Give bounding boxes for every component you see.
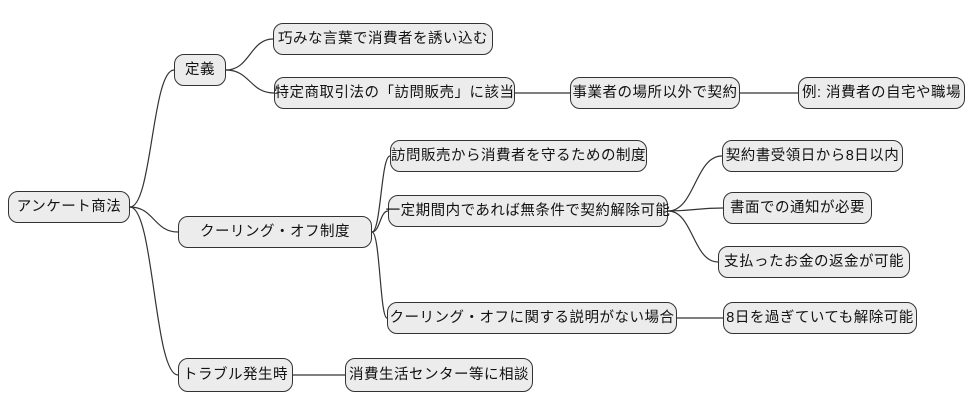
node-contract-outside-business-place: 事業者の場所以外で契約 [570,77,740,109]
edge-root-trouble [129,206,179,376]
edge-root-cooling-off [129,206,179,233]
node-consult-consumer-center: 消費生活センター等に相談 [345,358,533,392]
edge-cooling-off-protect-system [371,155,391,233]
node-unconditional-cancellation: 一定期間内であれば無条件で契約解除可能 [386,195,670,227]
edge-definition-luring-words [225,38,274,71]
node-cooling-off-system: クーリング・オフ制度 [178,216,372,248]
node-tokushoho-door-to-door-sales: 特定商取引法の「訪問販売」に該当 [274,77,515,109]
node-luring-words: 巧みな言葉で消費者を誘い込む [273,23,493,55]
edge-cooling-off-unconditional [371,210,389,233]
node-root-survey-sales-scheme: アンケート商法 [8,191,130,223]
edge-cooling-off-no-explanation [371,231,388,319]
edge-root-definition [129,69,175,208]
edge-unconditional-8days [667,155,723,212]
node-when-trouble-occurs: トラブル発生時 [178,358,293,392]
edge-unconditional-refund [667,210,719,263]
edge-unconditional-written-notice [667,207,724,212]
edge-definition-tokushoho [225,69,275,94]
node-written-notice-required: 書面での通知が必要 [723,192,872,224]
node-no-cooling-off-explanation-case: クーリング・オフに関する説明がない場合 [387,302,677,334]
node-definition: 定義 [174,54,226,86]
node-refund-possible: 支払ったお金の返金が可能 [718,246,910,278]
node-within-8-days-of-contract: 契約書受領日から8日以内 [722,140,903,172]
node-system-protecting-consumers: 訪問販売から消費者を守るための制度 [390,140,647,172]
node-example-home-or-workplace: 例: 消費者の自宅や職場 [798,77,965,109]
node-cancellable-after-8-days: 8日を過ぎていても解除可能 [723,302,917,334]
